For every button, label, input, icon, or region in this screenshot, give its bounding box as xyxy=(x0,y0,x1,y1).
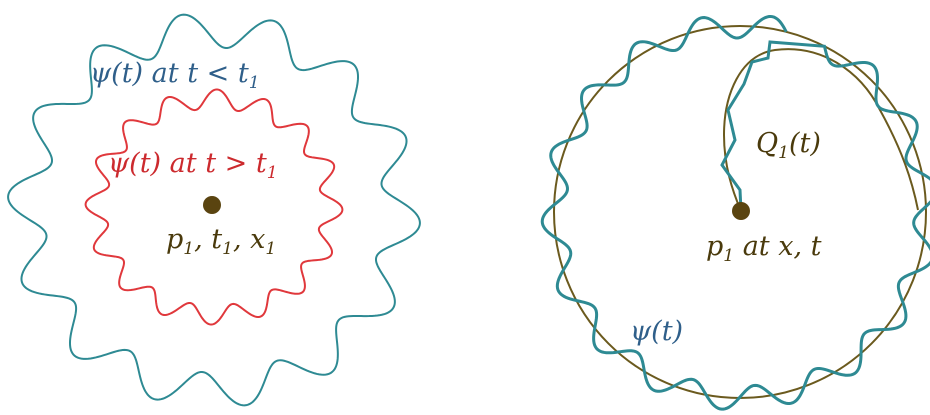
inner-wave-label: ψ(t) at t > t1 xyxy=(108,148,278,183)
particle-dot-right xyxy=(732,202,750,220)
particle-dot-left xyxy=(203,196,221,214)
point-label-right: p1 at x, t xyxy=(706,231,822,266)
point-label-left: p1, t1, x1 xyxy=(166,224,276,259)
path-label-q: Q1(t) xyxy=(756,128,821,163)
wave-label-psi: ψ(t) xyxy=(630,316,683,347)
spiral-path xyxy=(724,49,918,211)
outer-wave-label: ψ(t) at t < t1 xyxy=(90,58,260,93)
